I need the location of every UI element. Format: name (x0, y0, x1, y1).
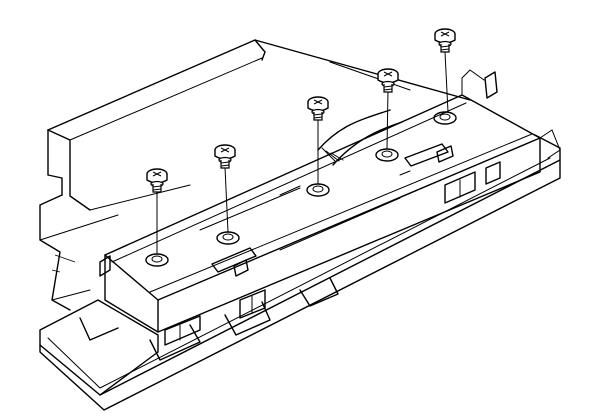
top-plate (104, 94, 541, 301)
screw-hole (433, 111, 457, 125)
screw (214, 144, 236, 169)
screws-group (146, 28, 456, 193)
screw (434, 28, 456, 53)
screw (146, 168, 168, 193)
plate-clips (211, 143, 454, 277)
screw-holes (145, 111, 457, 267)
screw-hole (375, 148, 399, 162)
base-tray (39, 134, 561, 411)
screw-hole (145, 253, 169, 267)
front-wall-slots (164, 161, 501, 346)
assembly-guide-lines (156, 51, 449, 255)
screw (307, 96, 329, 121)
screw (377, 68, 399, 93)
screw-hole (216, 231, 240, 245)
screw-hole (306, 183, 330, 197)
front-wall (99, 69, 561, 333)
